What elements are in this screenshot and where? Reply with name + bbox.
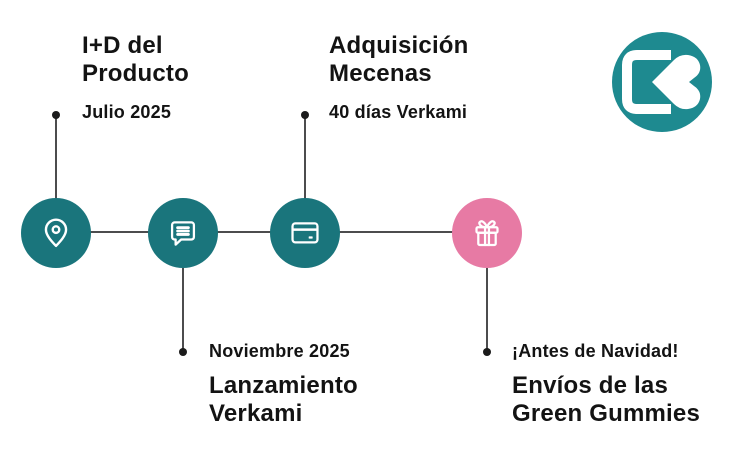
milestone-subtitle: 40 días Verkami [329,102,468,123]
connector-stem-4 [486,268,488,352]
milestone-label-4: ¡Antes de Navidad! Envíos de las Green G… [512,341,700,428]
timeline-dot-3 [301,111,309,119]
connector-stem-2 [182,268,184,352]
milestone-node-2 [148,198,218,268]
milestone-title: Lanzamiento Verkami [209,372,358,428]
milestone-label-3: Adquisición Mecenas 40 días Verkami [329,32,469,123]
brand-logo [610,30,714,134]
location-pin-icon [44,218,68,248]
milestone-node-3 [270,198,340,268]
connector-stem-3 [304,115,306,199]
milestone-subtitle: ¡Antes de Navidad! [512,341,679,361]
milestone-label-2: Noviembre 2025 Lanzamiento Verkami [209,341,358,428]
gift-icon [475,220,499,247]
milestone-title: Adquisición Mecenas [329,32,469,88]
credit-card-icon [291,222,319,244]
kb-monogram-icon [612,32,712,132]
milestone-node-4 [452,198,522,268]
chat-bubble-icon [170,221,196,246]
milestone-subtitle: Noviembre 2025 [209,341,350,361]
timeline-dot-1 [52,111,60,119]
milestone-node-1 [21,198,91,268]
timeline-dot-2 [179,348,187,356]
milestone-title: I+D del Producto [82,32,189,88]
milestone-title: Envíos de las Green Gummies [512,372,701,428]
milestone-label-1: I+D del Producto Julio 2025 [82,32,189,123]
timeline-dot-4 [483,348,491,356]
connector-stem-1 [55,115,57,199]
milestone-subtitle: Julio 2025 [82,102,172,123]
